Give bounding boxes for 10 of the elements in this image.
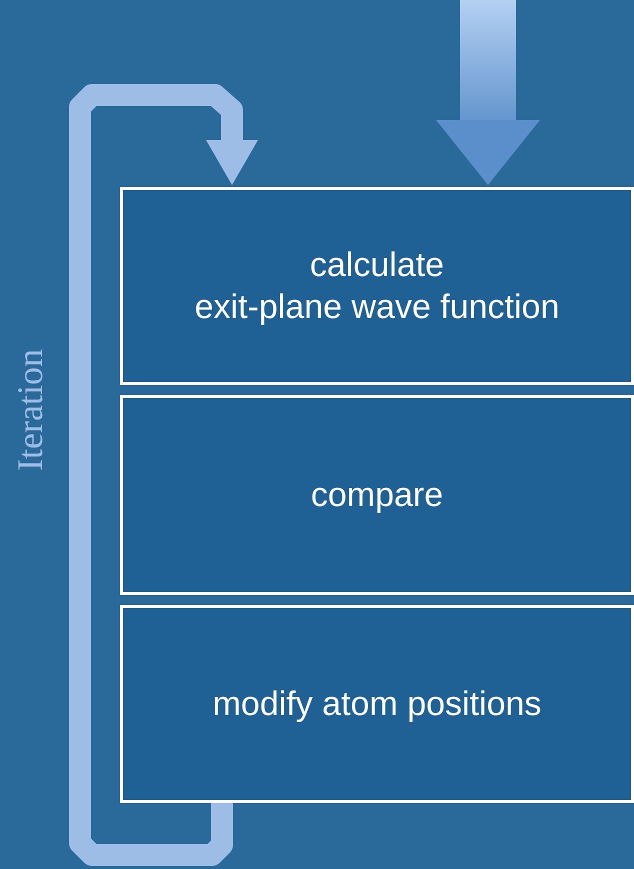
loop-arrow: [69, 84, 258, 866]
block-arrow: [436, 0, 540, 185]
process-box: [120, 395, 634, 595]
step-text: compare: [310, 474, 444, 516]
process-box: [120, 187, 634, 385]
edge-label: Iteration: [8, 349, 51, 471]
step-text: calculate: [308, 244, 446, 286]
process-box: [120, 605, 634, 803]
step-text: modify atom positions: [212, 684, 542, 725]
step-text: exit-plane wave function: [194, 287, 560, 328]
